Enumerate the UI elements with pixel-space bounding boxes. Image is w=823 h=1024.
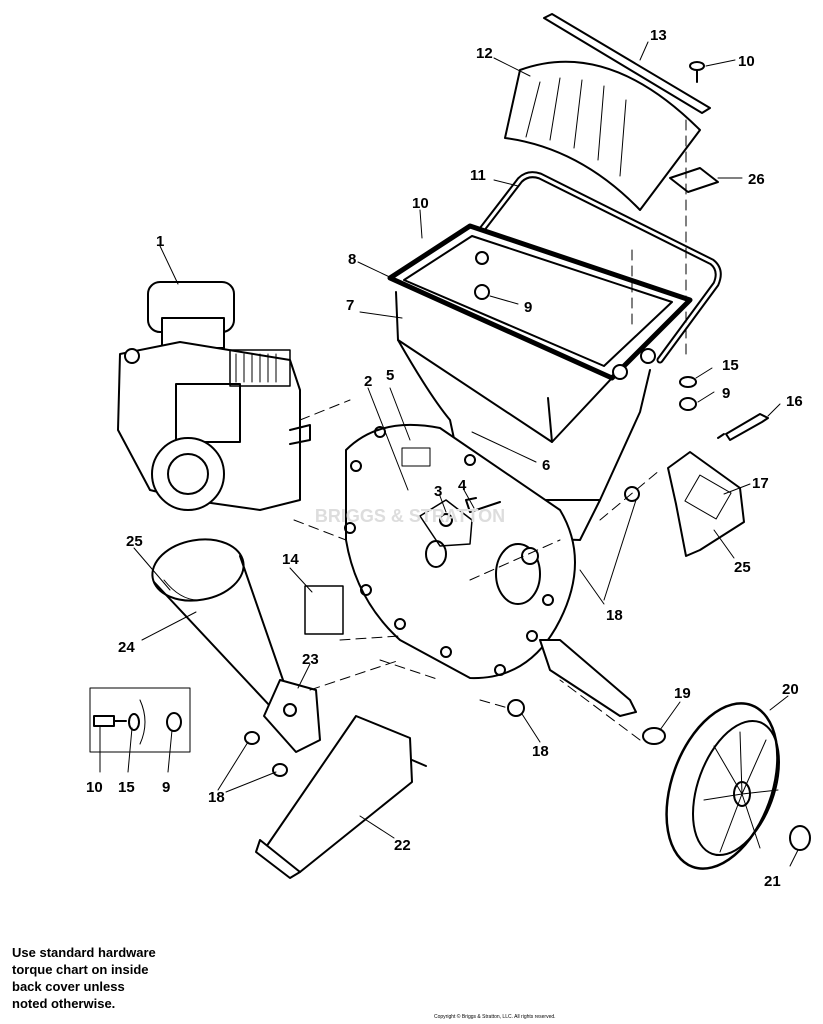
bracket-part	[263, 679, 321, 753]
callout-17: 17	[752, 475, 769, 492]
callout-24: 24	[118, 639, 135, 656]
washer-part	[679, 376, 697, 388]
lower-nut-part	[244, 731, 288, 777]
assembly-lines	[293, 119, 687, 741]
callout-21: 21	[764, 873, 781, 890]
callout-7: 7	[346, 297, 354, 314]
callout-14: 14	[282, 551, 299, 568]
note-line: noted otherwise.	[12, 996, 116, 1011]
flange-plate-part	[344, 423, 576, 680]
callout-26: 26	[748, 171, 765, 188]
note-line: torque chart on inside	[12, 962, 149, 977]
note-line: back cover unless	[12, 979, 125, 994]
callout-2: 2	[364, 373, 372, 390]
callout-15: 15	[722, 357, 739, 374]
callout-10: 10	[412, 195, 429, 212]
funnel-part	[151, 538, 293, 707]
wheel-part	[665, 702, 780, 870]
callout-15: 15	[118, 779, 135, 796]
plate-part	[669, 167, 719, 193]
callout-labels: 13 10 12 26 11 10 1 8 9 7 15 9 16 2 5 6 …	[86, 27, 803, 890]
callout-18: 18	[606, 607, 623, 624]
callout-18: 18	[532, 743, 549, 760]
callout-10: 10	[86, 779, 103, 796]
callout-8: 8	[348, 251, 356, 268]
hubcap-part	[789, 825, 811, 851]
deflector-part	[504, 60, 701, 211]
callout-20: 20	[782, 681, 799, 698]
bolt-part	[439, 497, 501, 527]
callout-5: 5	[386, 367, 394, 384]
callout-9: 9	[524, 299, 532, 316]
nut-part	[679, 397, 697, 411]
callout-1: 1	[156, 233, 164, 250]
leader-lines	[99, 41, 799, 867]
callout-25: 25	[126, 533, 143, 550]
callout-6: 6	[542, 457, 550, 474]
callout-12: 12	[476, 45, 493, 62]
callout-13: 13	[650, 27, 667, 44]
callout-23: 23	[302, 651, 319, 668]
callout-16: 16	[786, 393, 803, 410]
callout-4: 4	[458, 477, 467, 494]
handle-part	[476, 171, 722, 364]
callout-19: 19	[674, 685, 691, 702]
shield-part	[667, 451, 745, 557]
torque-note: Use standard hardware torque chart on in…	[12, 944, 242, 1012]
callout-10: 10	[738, 53, 755, 70]
watermark-text: BRIGGS & STRATTON	[315, 506, 505, 526]
copyright-text: Copyright © Briggs & Stratton, LLC. All …	[434, 1014, 556, 1020]
note-line: Use standard hardware	[12, 945, 156, 960]
callout-22: 22	[394, 837, 411, 854]
strap-part	[543, 13, 711, 114]
callout-3: 3	[434, 483, 442, 500]
screw-part	[689, 61, 705, 83]
callout-18: 18	[208, 789, 225, 806]
callout-9: 9	[722, 385, 730, 402]
callout-11: 11	[470, 167, 486, 184]
axle-washer-part	[642, 727, 666, 745]
callout-25: 25	[734, 559, 751, 576]
engine-part	[117, 281, 311, 511]
long-bolt-part	[717, 413, 769, 441]
axle-part	[539, 639, 637, 717]
stand-leg-part	[255, 715, 427, 879]
callout-9: 9	[162, 779, 170, 796]
decal-part	[304, 585, 344, 635]
hardware-inset-box	[89, 687, 191, 753]
